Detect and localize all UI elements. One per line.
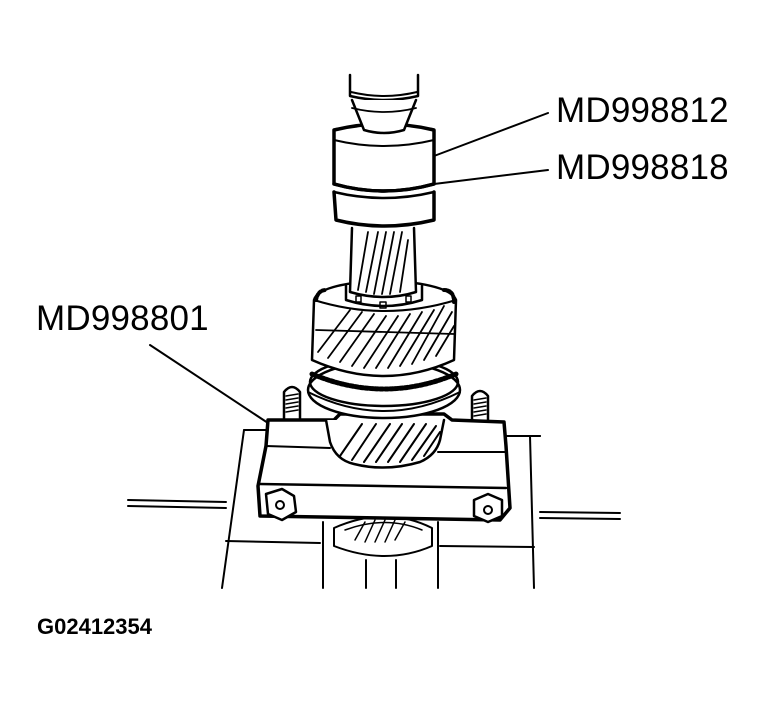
leader-lines — [149, 112, 549, 424]
callout-md998818: MD998818 — [556, 148, 729, 187]
threaded-studs — [282, 385, 490, 426]
callout-md998812: MD998812 — [556, 91, 729, 130]
press-ram — [348, 73, 420, 135]
lower-helical-gear — [324, 418, 446, 469]
press-base-block — [221, 429, 541, 589]
splined-shaft — [348, 226, 418, 299]
press-bed-lines — [127, 499, 621, 520]
press-adapter-md998818 — [332, 190, 436, 228]
callout-md998801: MD998801 — [36, 299, 209, 338]
main-helical-gear — [310, 278, 458, 378]
figure-id: G02412354 — [37, 614, 152, 639]
plate-bolts — [264, 487, 504, 524]
